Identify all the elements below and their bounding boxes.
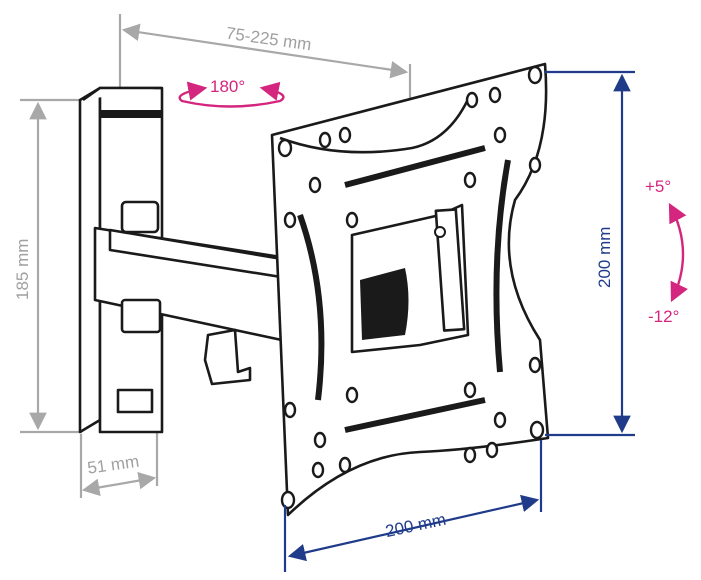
vesa-holes — [277, 65, 545, 510]
vesa-plate — [270, 62, 550, 517]
vesa-vertical-label: 200 mm — [595, 227, 614, 288]
vesa-vertical-dimension: 200 mm — [545, 70, 635, 437]
wall-plate-width-label: 51 mm — [86, 452, 140, 478]
arm-extension-label: 75-225 mm — [225, 24, 313, 55]
tilt-angle-indicator: +5° -12° — [645, 177, 688, 326]
swivel-angle-indicator: 180° — [178, 77, 285, 108]
vesa-horizontal-label: 200 mm — [384, 510, 448, 541]
wall-plate-height-label: 185 mm — [13, 239, 32, 300]
swivel-arm — [93, 200, 307, 386]
tilt-up-label: +5° — [645, 177, 671, 196]
wall-plate-height-dimension: 185 mm — [13, 98, 82, 434]
swivel-angle-label: 180° — [210, 77, 245, 96]
tilt-down-label: -12° — [648, 307, 679, 326]
